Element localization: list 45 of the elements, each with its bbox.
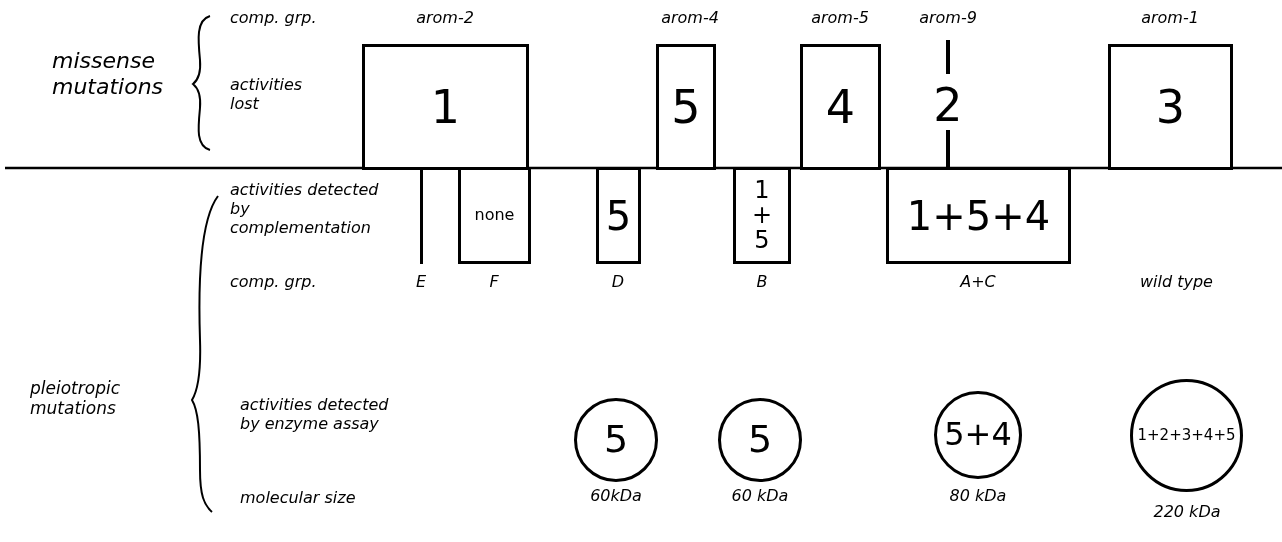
node-caption: arom-9 [919, 8, 977, 28]
activity-label: 4 [825, 82, 856, 132]
activity-box [886, 167, 1071, 264]
activity-box [800, 44, 881, 170]
row-label: comp. grp. [230, 8, 317, 28]
node-caption: 60 kDa [731, 486, 789, 506]
row-label: activities detected by enzyme assay [240, 395, 390, 434]
activity-label: none [474, 207, 515, 224]
row-label: missense mutations [52, 48, 165, 101]
node-caption: 60kDa [590, 486, 642, 506]
activity-label: 5 [605, 194, 632, 237]
node-caption: 80 kDa [949, 486, 1007, 506]
row-label: comp. grp. [230, 272, 317, 292]
mutation-bar [420, 167, 423, 264]
activity-label: 1 + 5 [750, 177, 774, 254]
activity-label: 1+2+3+4+5 [1137, 427, 1236, 444]
node-caption: arom-1 [1141, 8, 1199, 28]
activity-label: 1+5+4 [906, 194, 1051, 237]
activity-label: 1 [430, 82, 461, 132]
activity-label: 5+4 [944, 418, 1012, 452]
node-caption: A+C [960, 272, 996, 292]
node-caption: arom-5 [811, 8, 869, 28]
activity-box [656, 44, 716, 170]
node-caption: arom-2 [416, 8, 474, 28]
node-caption: E [415, 272, 427, 292]
row-label: activities detected by complementation [230, 180, 380, 238]
row-label: activities lost [230, 75, 304, 114]
activity-box [596, 167, 641, 264]
activity-label: 5 [671, 82, 701, 132]
row-label: molecular size [240, 488, 356, 508]
node-caption: arom-4 [661, 8, 719, 28]
activity-box [733, 167, 791, 264]
node-caption: F [489, 272, 499, 292]
activity-box [458, 167, 531, 264]
activity-label: 2 [933, 80, 963, 130]
activity-box [1108, 44, 1233, 170]
node-caption: D [611, 272, 625, 292]
activity-label: 5 [603, 420, 629, 460]
node-caption: B [756, 272, 768, 292]
row-label: pleiotropic mutations [30, 378, 121, 419]
activity-label: 5 [747, 420, 773, 460]
row-label: wild type [1140, 272, 1213, 292]
activity-box [362, 44, 529, 170]
activity-label: 3 [1155, 82, 1186, 132]
node-caption: 220 kDa [1153, 502, 1221, 522]
